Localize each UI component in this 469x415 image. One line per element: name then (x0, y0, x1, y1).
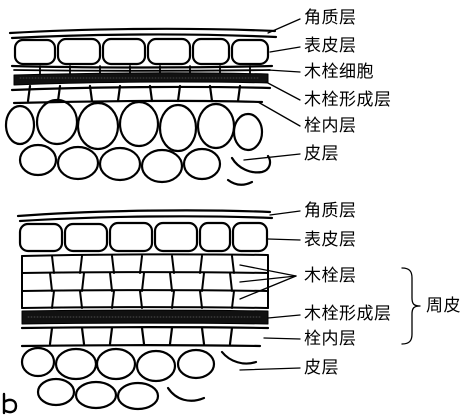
top-phellogen-band (14, 73, 268, 85)
bottom-cuticle (18, 210, 272, 221)
label-cortex-top: 皮层 (304, 146, 339, 163)
label-epidermis-top: 表皮层 (304, 38, 357, 55)
corner-mark-shape (4, 394, 16, 413)
label-phellogen-top: 木栓形成层 (304, 92, 392, 109)
bottom-section (4, 210, 272, 413)
label-cuticle-bottom: 角质层 (304, 203, 357, 220)
periderm-bracket (402, 268, 420, 344)
top-section (6, 29, 276, 185)
label-epidermis-bottom: 表皮层 (304, 232, 357, 249)
label-phellogen-bottom: 木栓形成层 (304, 306, 392, 323)
label-phelloderm-top: 栓内层 (304, 118, 357, 135)
bottom-phelloderm (22, 327, 268, 346)
label-periderm: 周皮 (426, 298, 461, 315)
top-cortex (6, 100, 270, 185)
bottom-cork-layer (22, 254, 268, 308)
label-cortex-bottom: 皮层 (304, 360, 339, 377)
top-epidermis (12, 39, 272, 68)
label-cork-layer-bottom: 木栓层 (304, 268, 357, 285)
label-phelloderm-bottom: 栓内层 (304, 331, 357, 348)
label-cuticle-top: 角质层 (304, 10, 357, 27)
label-cork-cells-top: 木栓细胞 (304, 64, 374, 81)
bottom-epidermis (20, 223, 267, 251)
top-cuticle (10, 29, 276, 38)
bottom-cortex (22, 348, 256, 409)
